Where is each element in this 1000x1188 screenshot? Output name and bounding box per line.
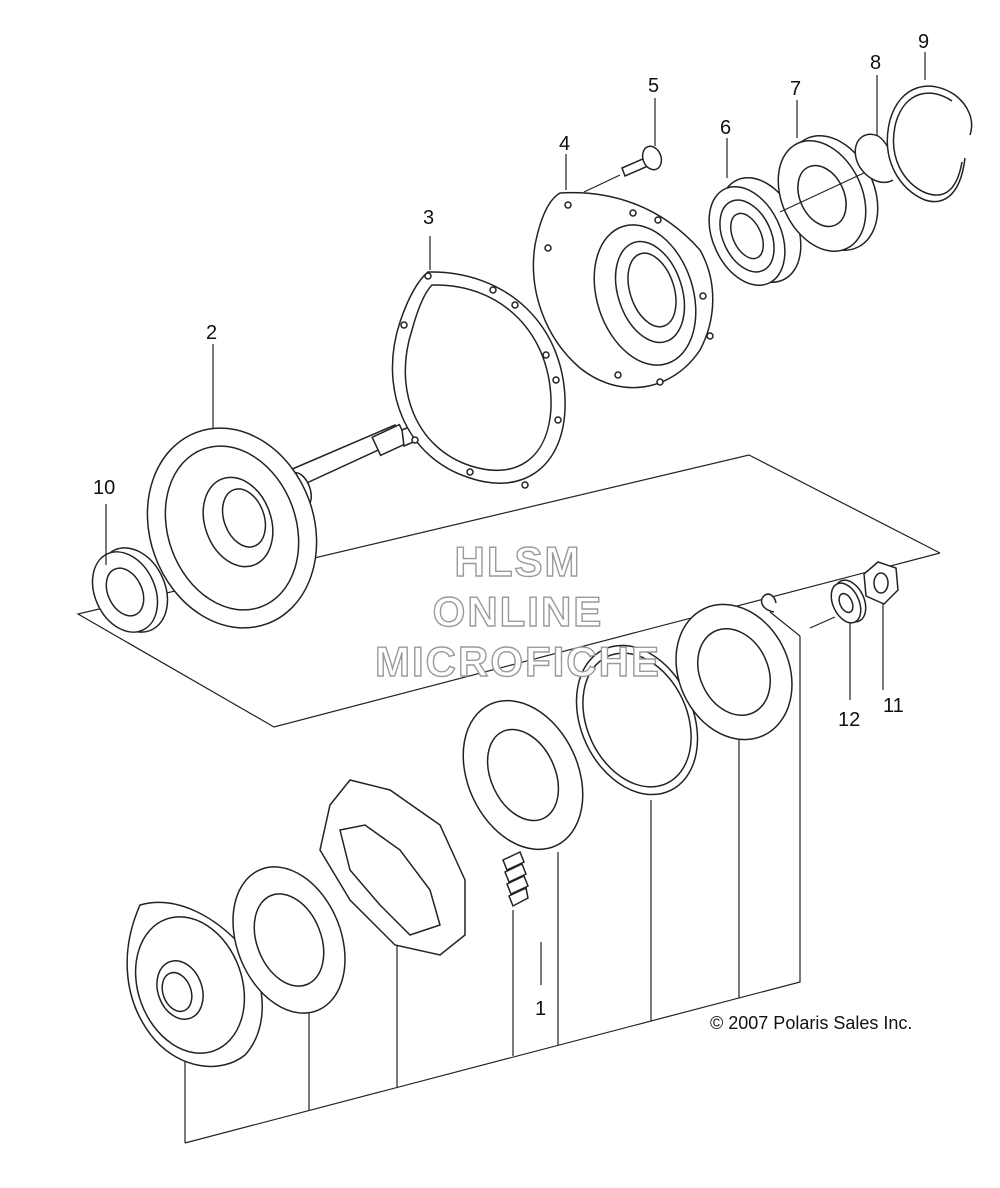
part-1-plate-b[interactable]	[440, 681, 606, 869]
callout-6: 6	[720, 117, 731, 139]
part-9-circlip[interactable]	[886, 85, 973, 203]
part-10-seal[interactable]	[80, 537, 181, 644]
upper-group-boundary	[76, 454, 941, 728]
callout-2: 2	[206, 322, 217, 344]
part-3-gasket[interactable]	[391, 271, 566, 489]
part-11-nut[interactable]	[863, 561, 899, 605]
part-1-plate-d[interactable]	[655, 585, 814, 758]
callout-12: 12	[838, 709, 860, 731]
callout-9: 9	[918, 31, 929, 53]
callout-5: 5	[648, 75, 659, 97]
callout-8: 8	[870, 52, 881, 74]
part-1-hub[interactable]	[117, 901, 263, 1068]
part-12-washer[interactable]	[825, 575, 872, 627]
watermark-line-2: ONLINE	[433, 588, 604, 635]
callout-11: 11	[883, 695, 904, 717]
copyright-notice: © 2007 Polaris Sales Inc.	[710, 1013, 912, 1033]
callout-3: 3	[423, 207, 434, 229]
callout-10: 10	[93, 477, 115, 499]
callout-1: 1	[535, 998, 546, 1020]
part-1-clutch-shoes[interactable]	[319, 779, 466, 956]
part-5-bolt[interactable]	[621, 144, 665, 178]
part-1-plate-a[interactable]	[212, 850, 365, 1030]
lower-group-bracket	[184, 611, 801, 1144]
callout-7: 7	[790, 78, 801, 100]
callout-4: 4	[559, 133, 570, 155]
watermark-line-1: HLSM	[455, 538, 582, 585]
part-1-spring[interactable]	[502, 850, 529, 908]
watermark-line-3: MICROFICHE	[375, 638, 661, 685]
part-4-cover-housing[interactable]	[532, 191, 714, 389]
part-2-clutch-drum-shaft[interactable]	[120, 404, 419, 652]
part-7-washer[interactable]	[761, 121, 895, 266]
part-1-clip[interactable]	[760, 593, 777, 613]
part-6-bearing[interactable]	[694, 165, 817, 298]
part-1-plate-c[interactable]	[553, 626, 720, 815]
